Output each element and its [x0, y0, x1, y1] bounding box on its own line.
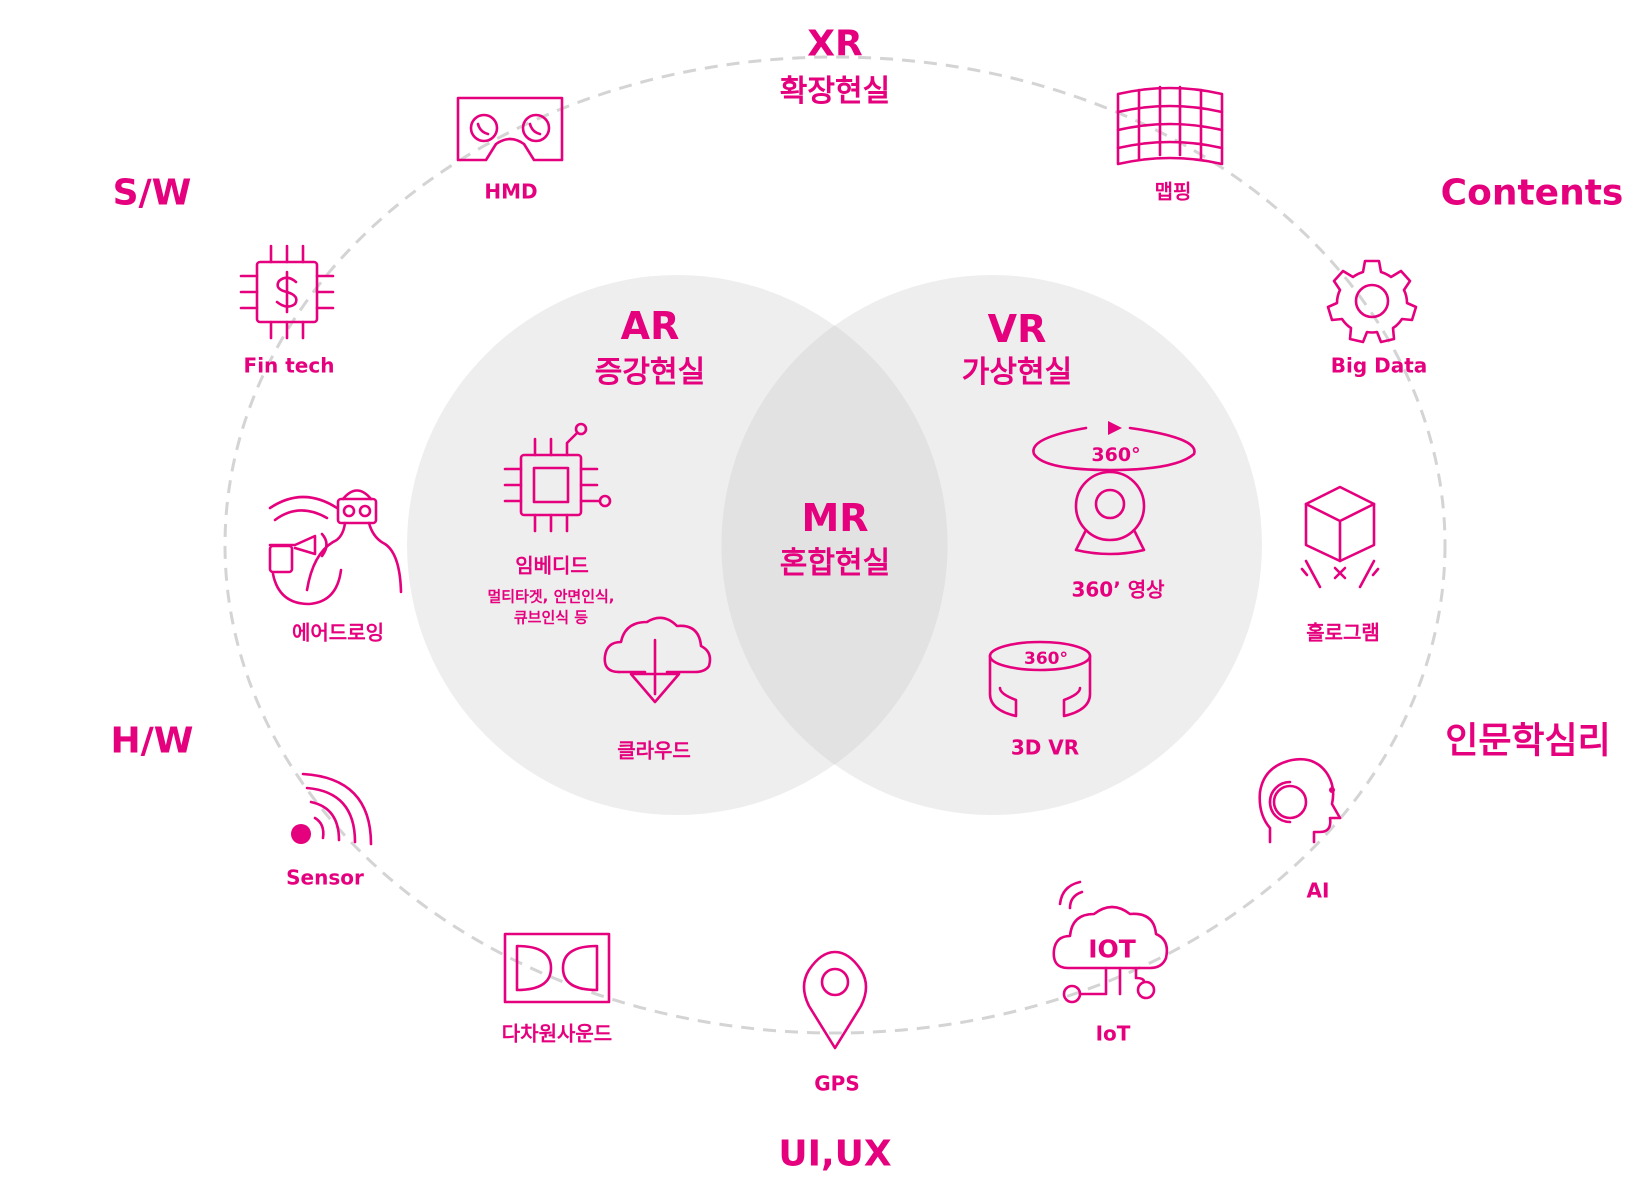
gear-icon	[1326, 259, 1418, 344]
signal-waves-icon	[291, 772, 373, 846]
corner-uiux: UI,UX	[778, 1133, 892, 1175]
badge-360-band: 360°	[1024, 649, 1068, 670]
iot-cloud-text: IOT	[1088, 934, 1136, 964]
label-cloud: 클라우드	[617, 738, 691, 763]
cube-hologram-icon	[1300, 485, 1380, 589]
label-iot: IoT	[1095, 1021, 1131, 1046]
cloud-download-icon	[603, 616, 712, 704]
label-hmd: HMD	[484, 179, 538, 204]
label-fintech: Fin tech	[243, 353, 335, 378]
label-embedded-detail-2: 큐브인식 등	[513, 608, 589, 627]
label-airdrawing: 에어드로잉	[292, 620, 384, 645]
mr-title: MR	[801, 496, 869, 541]
label-embedded-detail-1: 멀티타겟, 안면인식,	[487, 587, 615, 606]
label-sensor: Sensor	[286, 865, 364, 890]
mr-overlap	[721, 325, 948, 765]
label-bigdata: Big Data	[1330, 353, 1428, 378]
corner-contents: Contents	[1440, 172, 1624, 214]
human-head-icon	[1258, 757, 1342, 844]
corner-hw: H/W	[110, 720, 194, 762]
360-camera-icon	[1032, 421, 1196, 556]
mr-subtitle: 혼합현실	[779, 545, 891, 581]
xr-subtitle: 확장현실	[779, 73, 891, 109]
label-hologram: 홀로그램	[1306, 620, 1380, 645]
label-embedded: 임베디드	[515, 553, 589, 578]
label-gps: GPS	[814, 1071, 860, 1096]
vr-title: VR	[987, 307, 1047, 352]
vr-headset-icon	[456, 96, 564, 162]
corner-sw: S/W	[112, 172, 192, 214]
ar-title: AR	[620, 304, 680, 349]
xr-outer-dashed-ring	[223, 55, 1447, 1035]
label-mapping: 맵핑	[1154, 179, 1192, 204]
microchip-icon	[503, 422, 612, 533]
label-360-video: 360’ 영상	[1071, 577, 1165, 602]
map-pin-icon	[802, 950, 868, 1050]
dolby-icon	[503, 932, 611, 1004]
label-sound: 다차원사운드	[501, 1021, 613, 1046]
curved-grid-icon	[1116, 85, 1224, 166]
ar-subtitle: 증강현실	[594, 354, 706, 390]
xr-title: XR	[807, 23, 863, 65]
vr-subtitle: 가상현실	[961, 354, 1073, 390]
badge-360-camera: 360°	[1091, 444, 1141, 467]
corner-humanities: 인문학심리	[1445, 720, 1611, 762]
dollar-chip-icon	[239, 244, 335, 340]
panorama-band-icon	[988, 640, 1092, 718]
person-vr-icon	[268, 489, 403, 606]
label-ai: AI	[1306, 878, 1330, 903]
iot-cloud-icon	[1052, 880, 1169, 1004]
label-3d-vr: 3D VR	[1010, 735, 1080, 760]
